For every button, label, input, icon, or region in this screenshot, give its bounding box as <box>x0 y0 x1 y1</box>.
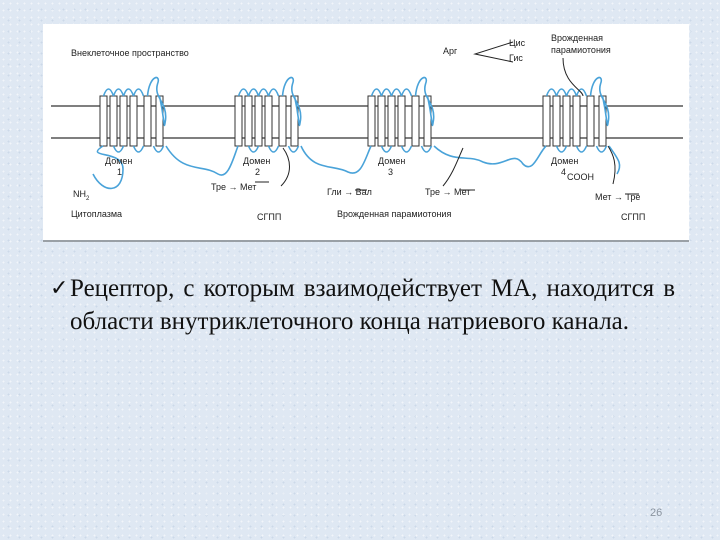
mutation-arrow-6 <box>442 147 464 187</box>
loops-domain-3 <box>370 76 435 153</box>
domain-4-number: 4 <box>561 167 566 177</box>
linker-1-2 <box>165 145 239 176</box>
mutation-arrows <box>255 41 639 195</box>
domain-1-label: Домен <box>105 156 132 166</box>
domain-4-label: Домен <box>551 156 578 166</box>
paramyotonia-label-line1: Врожденная <box>551 33 603 43</box>
segment-d1-s4 <box>129 95 138 147</box>
top-mutation-to-2: Гис <box>509 53 523 63</box>
segment-d3-s2 <box>377 95 386 147</box>
segment-d3-s3 <box>387 95 396 147</box>
checkmark-icon: ✓ <box>50 276 69 301</box>
diagram-canvas: Внеклеточное пространство Цитоплазма Дом… <box>51 33 683 222</box>
n-terminus-label: NH2 <box>73 189 90 202</box>
domain-3-number: 3 <box>388 167 393 177</box>
mutation-arrow-4 <box>280 147 290 187</box>
cytoplasm-label: Цитоплазма <box>71 209 122 219</box>
segment-d3-s1 <box>367 95 376 147</box>
bottom-paramyotonia-label: Врожденная парамиотония <box>337 209 451 219</box>
loops-domain-1 <box>102 76 167 153</box>
linker-2-3 <box>300 145 372 174</box>
segment-d1-s1 <box>99 95 108 147</box>
domain-1-number: 1 <box>117 167 122 177</box>
mutation-gly-val-label: Гли → Вал <box>327 187 372 197</box>
loops-domain-2 <box>237 76 302 153</box>
ion-channel-diagram: Внеклеточное пространство Цитоплазма Дом… <box>43 24 689 240</box>
n-terminal-tail <box>92 145 124 190</box>
segment-d2-s5 <box>278 95 287 147</box>
top-mutation-to-1: Цис <box>509 38 526 48</box>
paramyotonia-label-line2: парамиотония <box>551 45 611 55</box>
segment-d2-s1 <box>234 95 243 147</box>
domain-3-label: Домен <box>378 156 405 166</box>
bullet-text: Рецептор, с которым взаимодействует МА, … <box>70 275 675 335</box>
extracellular-label: Внеклеточное пространство <box>71 48 189 58</box>
mutation-arrow-2 <box>562 57 584 97</box>
mutation-arrow-1 <box>473 41 514 63</box>
domain-2-label: Домен <box>243 156 270 166</box>
segment-d4-s5 <box>586 95 595 147</box>
segment-d1-s3 <box>119 95 128 147</box>
top-mutation-from: Арг <box>443 46 458 56</box>
mutation-d2-label: Тре → Мет <box>211 182 256 192</box>
c-terminus-label: COOH <box>567 172 594 182</box>
mutation-d4-label: Мет → Тре <box>595 192 640 202</box>
segment-d2-s2 <box>244 95 253 147</box>
c-terminal-tail <box>608 145 621 175</box>
segment-d3-s4 <box>397 95 406 147</box>
sgpp-label-1: СГПП <box>257 212 281 222</box>
segment-d4-s4 <box>572 95 581 147</box>
segment-d2-s4 <box>264 95 273 147</box>
slide-number: 26 <box>650 507 663 519</box>
segment-d2-s3 <box>254 95 263 147</box>
segment-d4-s1 <box>542 95 551 147</box>
linker-3-4 <box>433 145 547 168</box>
mutation-arrow-9 <box>607 145 616 185</box>
peptide-chain <box>92 76 621 190</box>
sgpp-label-2: СГПП <box>621 212 645 222</box>
segment-d4-s3 <box>562 95 571 147</box>
segment-d1-s5 <box>143 95 152 147</box>
segment-d1-s2 <box>109 95 118 147</box>
segment-d3-s5 <box>411 95 420 147</box>
figure-bottom-rule <box>43 240 689 242</box>
domain-2-number: 2 <box>255 167 260 177</box>
segment-d4-s2 <box>552 95 561 147</box>
bullet-point: ✓ Рецептор, с которым взаимодействует МА… <box>50 272 675 338</box>
mutation-d3-label: Тре → Мет <box>425 187 470 197</box>
loops-domain-4 <box>545 76 610 153</box>
